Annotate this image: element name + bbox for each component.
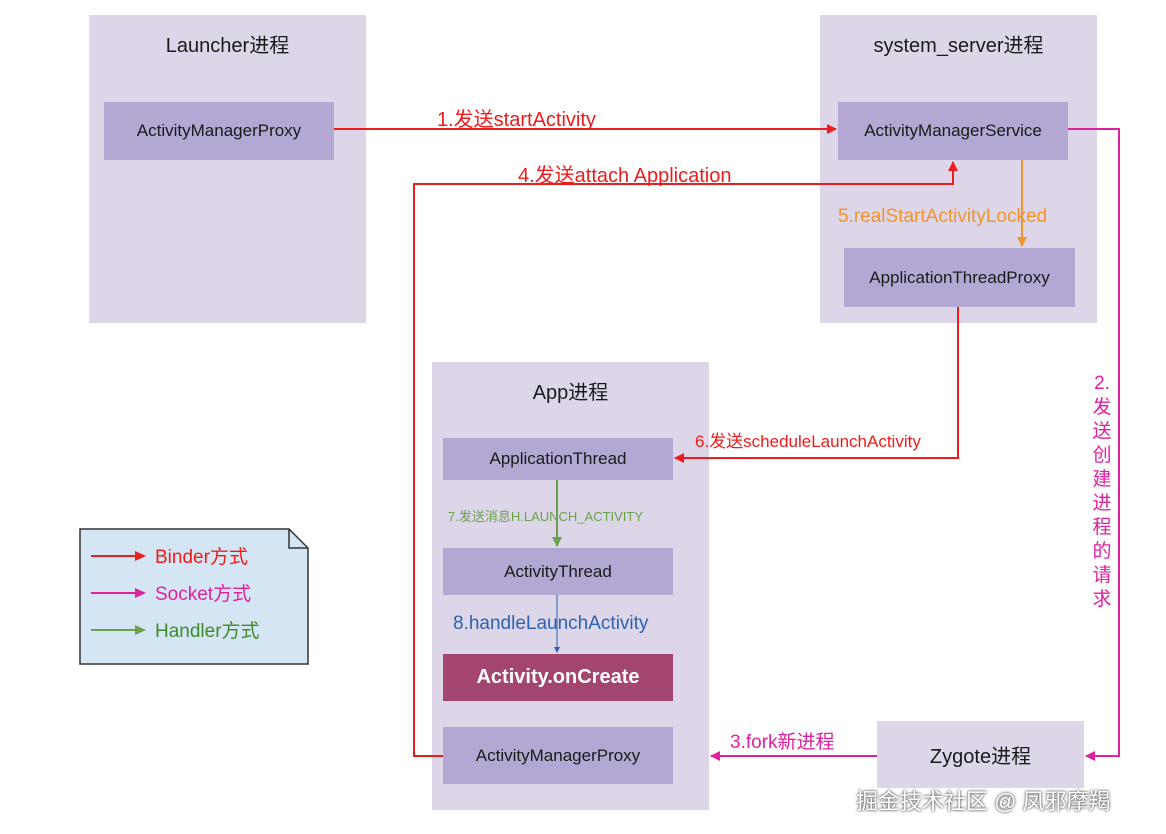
application-thread-proxy: ApplicationThreadProxy bbox=[844, 248, 1075, 307]
step-6-label: 6.发送scheduleLaunchActivity bbox=[695, 432, 921, 451]
legend-binder-arrow-icon bbox=[91, 550, 146, 561]
zygote-process-title: Zygote进程 bbox=[929, 746, 1032, 768]
application-thread: ApplicationThread bbox=[443, 438, 673, 480]
legend: Binder方式 Socket方式 Handler方式 bbox=[79, 528, 309, 665]
legend-handler-label: Handler方式 bbox=[155, 621, 260, 642]
activity-thread: ActivityThread bbox=[443, 548, 673, 595]
step-1-label: 1.发送startActivity bbox=[437, 109, 596, 131]
app-process-title: App进程 bbox=[532, 382, 609, 404]
legend-socket-label: Socket方式 bbox=[155, 584, 252, 605]
legend-item-handler: Handler方式 bbox=[91, 616, 260, 643]
legend-socket-arrow-icon bbox=[91, 587, 146, 598]
arrow-step-2 bbox=[1068, 128, 1120, 761]
step-5-label: 5.realStartActivityLocked bbox=[838, 206, 1048, 227]
launcher-process: Launcher进程 bbox=[89, 15, 366, 323]
step-8-label: 8.handleLaunchActivity bbox=[453, 613, 649, 634]
legend-item-socket: Socket方式 bbox=[91, 579, 251, 606]
step-3-label: 3.fork新进程 bbox=[730, 732, 835, 753]
launcher-activity-manager-proxy: ActivityManagerProxy bbox=[104, 102, 334, 160]
step-7-label: 7.发送消息H.LAUNCH_ACTIVITY bbox=[448, 509, 644, 524]
zygote-process: Zygote进程 bbox=[877, 721, 1084, 788]
step-2-label: 2.发送创建进程的请求 bbox=[1092, 373, 1112, 610]
activity-oncreate: Activity.onCreate bbox=[443, 654, 673, 701]
launcher-process-title: Launcher进程 bbox=[165, 35, 290, 57]
legend-item-binder: Binder方式 bbox=[91, 542, 248, 569]
system-server-process-title: system_server进程 bbox=[873, 35, 1044, 57]
arrow-step-4 bbox=[413, 161, 958, 757]
app-activity-manager-proxy: ActivityManagerProxy bbox=[443, 727, 673, 784]
activity-manager-service: ActivityManagerService bbox=[838, 102, 1068, 160]
arrow-step-6 bbox=[674, 307, 959, 463]
step-4-label: 4.发送attach Application bbox=[518, 165, 732, 187]
legend-binder-label: Binder方式 bbox=[155, 547, 248, 568]
legend-handler-arrow-icon bbox=[91, 624, 146, 635]
watermark: 掘金技术社区 @ 凤邪摩羯 bbox=[856, 789, 1111, 814]
